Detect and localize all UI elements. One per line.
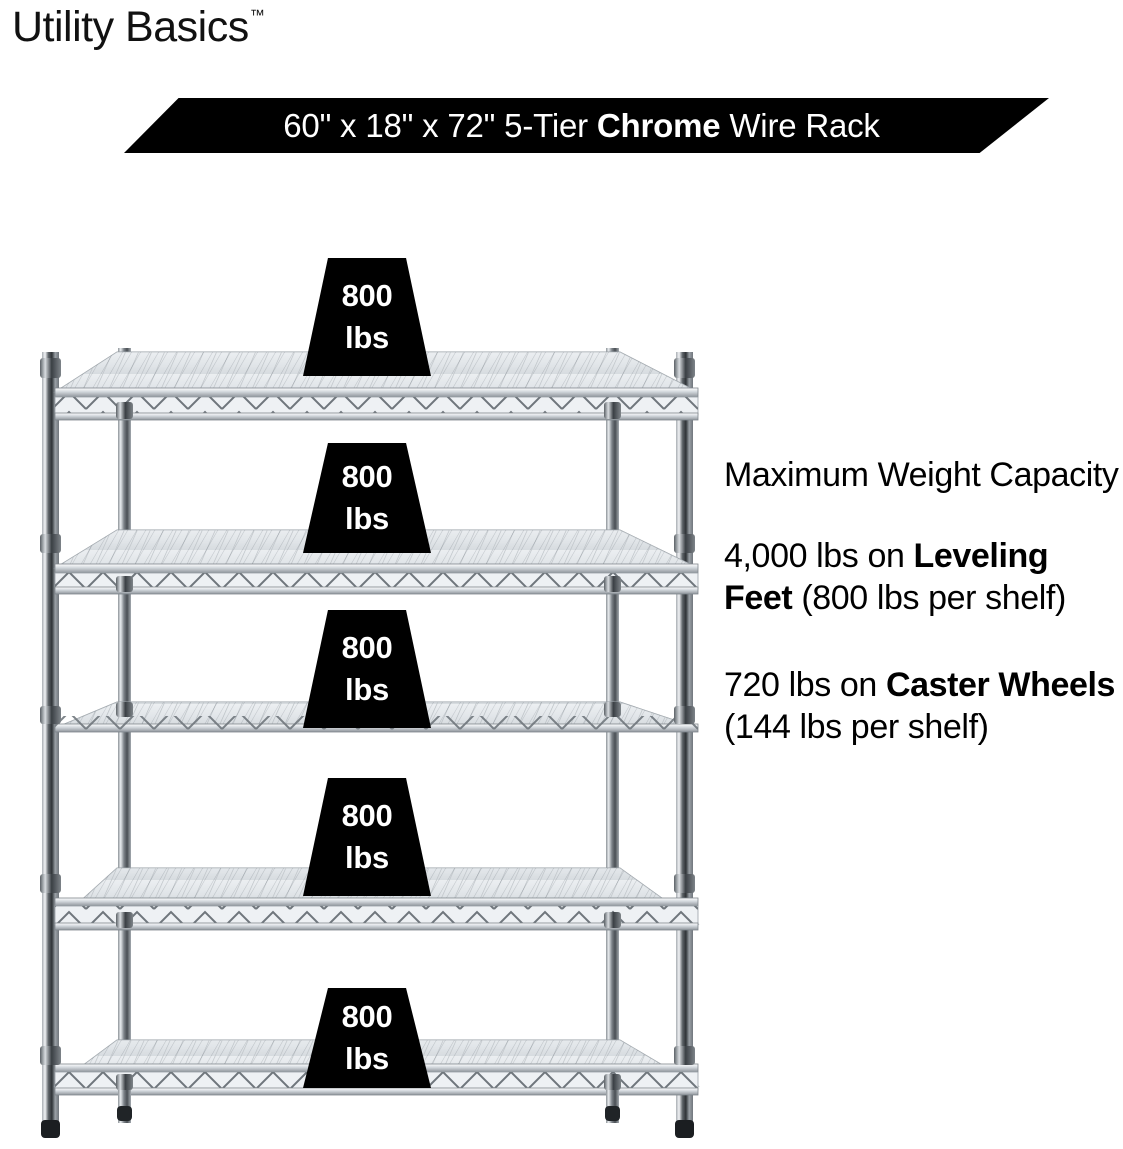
title-banner: 60" x 18" x 72" 5-Tier Chrome Wire Rack [124, 98, 1049, 153]
weight-badge-shelf-1: 800 lbs [303, 258, 431, 376]
caster-wheels-capacity: 720 lbs on Caster Wheels (144 lbs per sh… [724, 665, 1123, 748]
weight-badge-number: 800 [341, 629, 393, 665]
weight-badge-shelf-3: 800 lbs [303, 610, 431, 728]
weight-badge-unit: lbs [345, 840, 389, 875]
leveling-feet [41, 1090, 694, 1138]
trademark-symbol: ™ [249, 6, 265, 24]
capacity-heading: Maximum Weight Capacity [724, 456, 1119, 494]
brand-name: Utility Basics [12, 3, 249, 51]
shelf-4 [40, 867, 700, 931]
caster-wheels-tail: (144 lbs per shelf) [724, 707, 989, 746]
banner-suffix: Wire Rack [720, 107, 880, 144]
weight-badge-unit: lbs [345, 672, 389, 707]
banner-title-text: 60" x 18" x 72" 5-Tier Chrome Wire Rack [283, 109, 889, 142]
capacity-copy-block: Maximum Weight Capacity 4,000 lbs on Lev… [724, 455, 1123, 794]
shelf-1 [40, 351, 699, 421]
weight-badge-shelf-2: 800 lbs [303, 443, 431, 553]
leveling-feet-tail: (800 lbs per shelf) [792, 578, 1066, 617]
banner-prefix: 60" x 18" x 72" 5-Tier [283, 107, 597, 144]
weight-badge-shelf-4: 800 lbs [303, 778, 431, 896]
weight-badge-number: 800 [341, 998, 393, 1034]
brand-wordmark: Utility Basics™ [12, 3, 265, 51]
weight-badge-unit: lbs [345, 1041, 389, 1076]
weight-badge-unit: lbs [345, 501, 389, 536]
leveling-feet-capacity: 4,000 lbs on Leveling Feet (800 lbs per … [724, 536, 1123, 619]
caster-wheels-lead: 720 lbs on [724, 666, 886, 705]
weight-badge-shelf-5: 800 lbs [303, 988, 431, 1088]
weight-badge-number: 800 [341, 797, 393, 833]
weight-badge-number: 800 [341, 277, 393, 313]
weight-badge-unit: lbs [345, 320, 389, 355]
banner-emphasis: Chrome [596, 107, 721, 144]
leveling-feet-emphasis: Leveling Feet [724, 537, 1049, 617]
weight-badge-number: 800 [341, 458, 393, 494]
caster-wheels-emphasis: Caster Wheels [885, 666, 1116, 705]
leveling-feet-lead: 4,000 lbs on [724, 537, 914, 576]
